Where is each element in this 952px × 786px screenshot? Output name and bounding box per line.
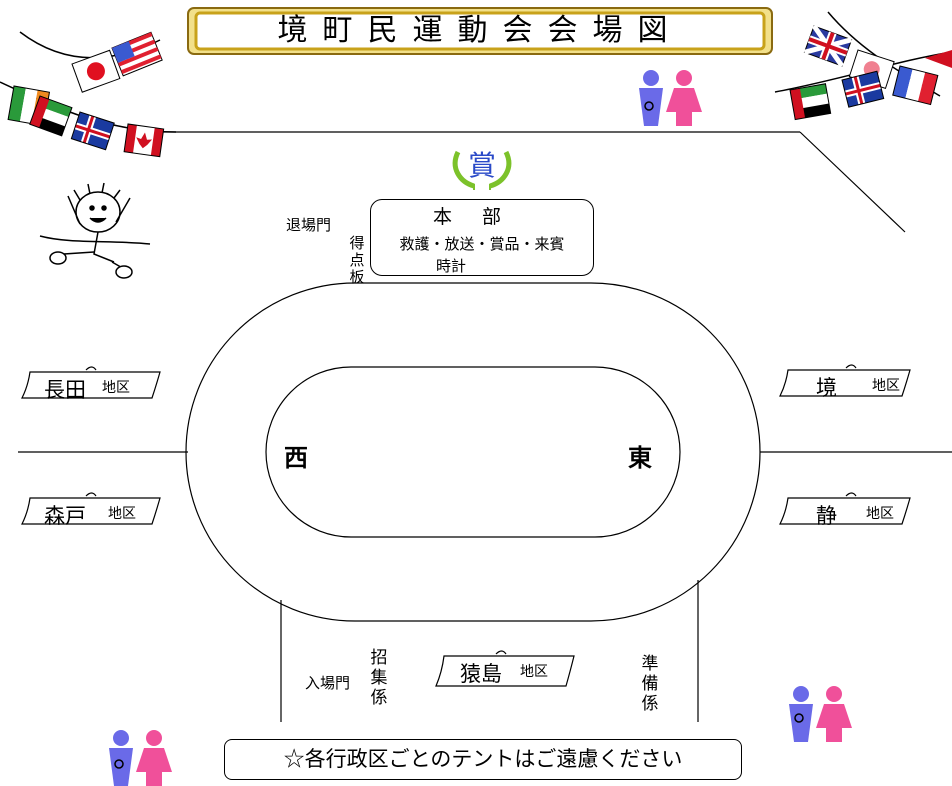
district-nagata: 長田 地区 [24,372,164,402]
district-morito: 森戸 地区 [24,498,164,528]
headquarters-services: 救護・放送・賞品・来賓 [399,235,565,253]
flag-bunting-left [0,31,177,158]
district-suffix: 地区 [108,506,136,522]
east-label: 東 [628,443,652,472]
flag-bunting-right [774,11,952,121]
district-suffix: 地区 [872,378,900,394]
district-suffix: 地区 [102,380,130,396]
headquarters-title: 本部 [432,206,531,228]
muster-staff-label: 招集係 [370,648,388,708]
runner-mascot [39,182,151,279]
district-name: 森戸 [44,504,86,528]
west-label: 西 [284,443,308,472]
entrance-gate-label: 入場門 [305,674,351,692]
district-name: 長田 [44,378,86,402]
title-frame [187,7,773,55]
outer-track [185,282,761,622]
headquarters-clock: 時計 [436,257,467,275]
notice-box [224,739,742,780]
award-wreath-icon [452,150,512,190]
award-label: 賞 [467,149,496,182]
field-boundary [18,131,952,722]
inner-track [265,366,681,538]
restroom-icon [639,70,702,126]
district-name: 猿島 [460,662,502,686]
scoreboard-label: 得点板 [349,234,365,286]
district-sakai: 境 地区 [796,370,916,400]
restroom-icon [109,730,172,786]
district-sign-frames [21,364,911,687]
preparation-staff-label: 準備係 [641,654,659,714]
district-suffix: 地区 [866,506,894,522]
notice-text: ☆各行政区ごとのテントはご遠慮ください [283,747,683,771]
headquarters-tent [370,199,594,276]
restroom-icon [789,686,852,742]
district-name: 静 [816,504,837,528]
exit-gate-label: 退場門 [286,216,332,234]
district-sarushima: 猿島 地区 [440,656,580,686]
district-suffix: 地区 [520,664,548,680]
page-title: 境町民運動会会場図 [277,13,683,48]
district-name: 境 [816,376,837,400]
district-shizuka: 静 地区 [796,498,916,528]
